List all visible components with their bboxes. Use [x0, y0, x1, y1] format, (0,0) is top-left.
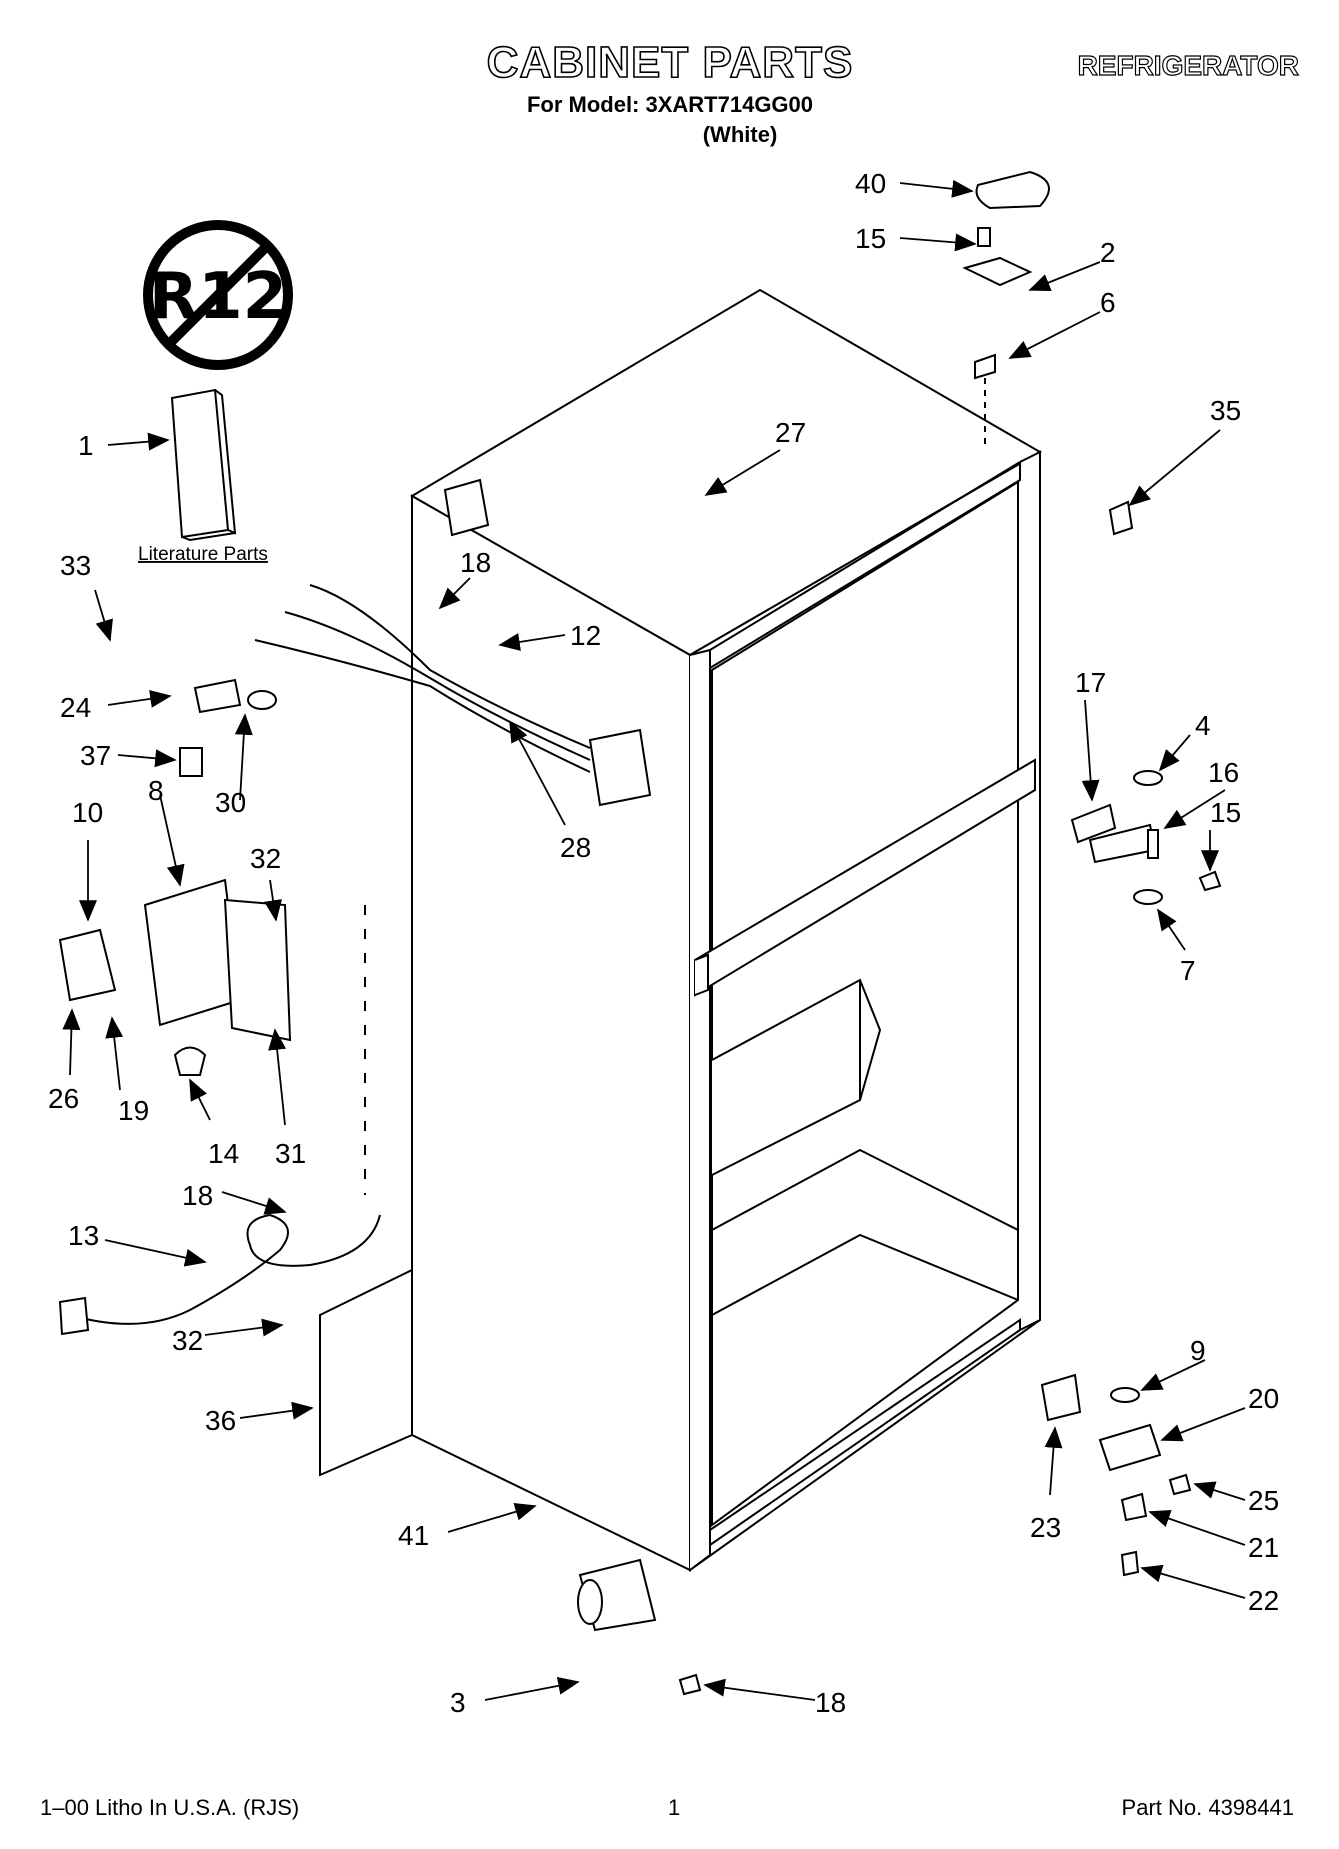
callout-8: 8: [148, 775, 164, 806]
callout-27: 27: [775, 417, 806, 448]
callout-21: 21: [1248, 1532, 1279, 1563]
color-line: (White): [702, 122, 778, 147]
callout-32-top: 32: [250, 843, 281, 874]
footer-page-number: 1: [668, 1795, 681, 1820]
wiring-harness: [58, 478, 652, 1477]
callout-41: 41: [398, 1520, 429, 1551]
callout-12: 12: [570, 620, 601, 651]
footer-litho: 1–00 Litho In U.S.A. (RJS): [40, 1795, 300, 1820]
page-title: CABINET PARTS: [486, 37, 854, 88]
callout-18-top: 18: [460, 547, 491, 578]
callout-17: 17: [1075, 667, 1106, 698]
callout-26: 26: [48, 1083, 79, 1114]
callout-2: 2: [1100, 237, 1116, 268]
callout-20: 20: [1248, 1383, 1279, 1414]
footer-part-number: Part No. 4398441: [1121, 1795, 1294, 1820]
callout-16: 16: [1208, 757, 1239, 788]
callout-1: 1: [78, 430, 94, 461]
callout-40: 40: [855, 168, 886, 199]
callout-25: 25: [1248, 1485, 1279, 1516]
callout-30: 30: [215, 787, 246, 818]
bottom-hinge-assembly: [577, 1373, 1192, 1696]
callout-24: 24: [60, 692, 91, 723]
literature-label: Literature Parts: [138, 544, 268, 565]
callout-numbers: 40 15 2 6 35 27 1 33 18 12 24 37 30 28 1…: [48, 168, 1279, 1718]
callout-36: 36: [205, 1405, 236, 1436]
callout-leaders: [62, 179, 1246, 1701]
callout-3: 3: [450, 1687, 466, 1718]
callout-9: 9: [1190, 1335, 1206, 1366]
top-hinge-assembly: [962, 170, 1134, 536]
callout-35: 35: [1210, 395, 1241, 426]
callout-13: 13: [68, 1220, 99, 1251]
callout-18-mid: 18: [182, 1180, 213, 1211]
callout-22: 22: [1248, 1585, 1279, 1616]
callout-15-mid: 15: [1210, 797, 1241, 828]
callout-4: 4: [1195, 710, 1211, 741]
callout-18-bottom: 18: [815, 1687, 846, 1718]
callout-14: 14: [208, 1138, 239, 1169]
no-r12-badge: R12: [143, 220, 293, 370]
appliance-label: REFRIGERATOR: [1077, 49, 1300, 81]
callout-33: 33: [60, 550, 91, 581]
center-hinge-assembly: [1070, 770, 1222, 905]
callout-31: 31: [275, 1138, 306, 1169]
callout-6: 6: [1100, 287, 1116, 318]
callout-7: 7: [1180, 955, 1196, 986]
model-line: For Model: 3XART714GG00: [526, 92, 814, 117]
callout-15-top: 15: [855, 223, 886, 254]
callout-28: 28: [560, 832, 591, 863]
callout-23: 23: [1030, 1512, 1061, 1543]
callout-10: 10: [72, 797, 103, 828]
callout-37: 37: [80, 740, 111, 771]
literature-booklet: [170, 388, 237, 542]
callout-19: 19: [118, 1095, 149, 1126]
callout-32-bottom: 32: [172, 1325, 203, 1356]
